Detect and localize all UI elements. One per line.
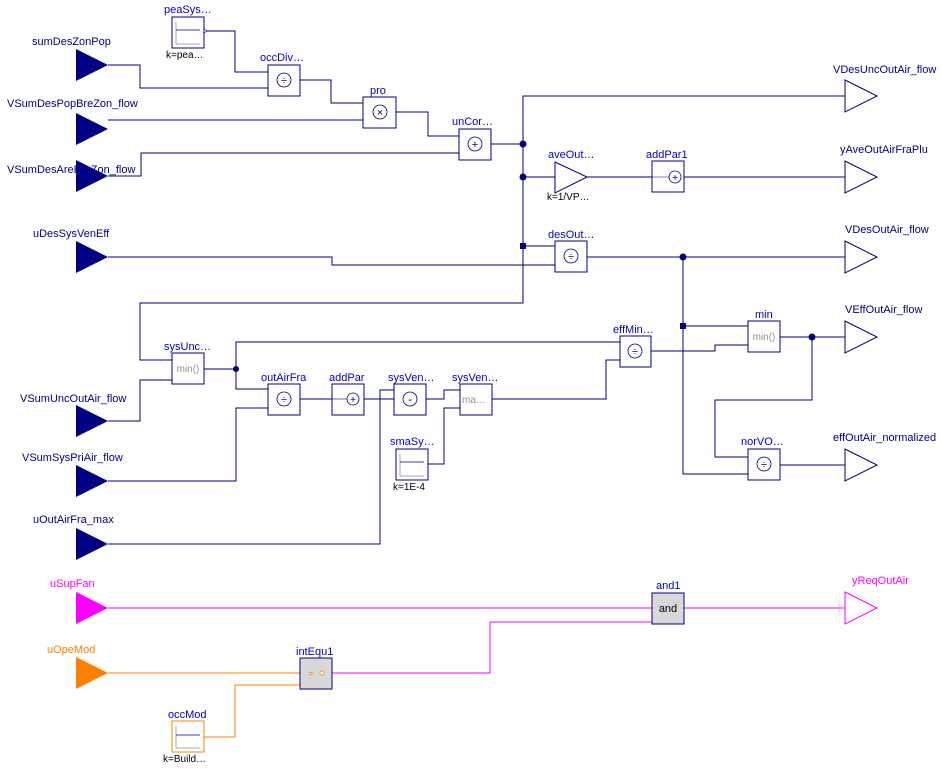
output-connector-yAveOutAirFraPlu[interactable]	[844, 160, 879, 194]
input-connector-VSumDesAreBreZon[interactable]	[76, 160, 108, 192]
block-aveOutAirFra[interactable]: aveOut… k=1/VP…	[547, 149, 594, 203]
input-connector-uDesSysVenEff[interactable]	[76, 241, 108, 273]
block-effMinOutAirInt[interactable]: ÷ effMin…	[613, 324, 654, 368]
label-yReqOutAir: yReqOutAir	[852, 575, 909, 587]
block-name-sysUncOutAir: sysUnc…	[164, 341, 211, 353]
block-symbol-norVOutMin: ÷	[761, 459, 767, 471]
block-name-sysVenEff: sysVen…	[388, 372, 434, 384]
label-sumDesZonPop: sumDesZonPop	[32, 36, 111, 48]
output-connectors	[844, 79, 879, 625]
boolean-connections	[108, 607, 845, 674]
block-name-aveOutAirFra: aveOut…	[548, 149, 594, 161]
block-inner-and1: and	[659, 603, 677, 615]
output-connector-VEffOutAir[interactable]	[844, 320, 879, 354]
block-param-peaSysPop: k=pea…	[166, 50, 204, 61]
block-sysUncOutAir[interactable]: min() sysUnc…	[164, 341, 211, 385]
input-connector-uOutAirFraMax[interactable]	[76, 528, 108, 560]
block-symbol-addPar1: +	[672, 173, 678, 184]
block-name-addPar1: addPar1	[646, 149, 688, 161]
block-occDiv[interactable]: ÷ occDiv…	[260, 52, 304, 97]
input-connector-uOpeMod[interactable]	[76, 657, 108, 689]
block-param-smaSysVenEff: k=1E-4	[393, 482, 425, 493]
block-intEqu1[interactable]: = intEqu1	[296, 646, 333, 690]
block-param-occMod: k=Build…	[163, 754, 206, 765]
block-sysVenEff[interactable]: - sysVen…	[388, 372, 434, 416]
block-symbol-addPar: +	[350, 395, 356, 406]
block-name-norVOutMin: norVO…	[741, 436, 784, 448]
label-VEffOutAir: VEffOutAir_flow	[845, 304, 922, 316]
block-inner-intEqu1: =	[308, 669, 314, 680]
block-sysVenEff1[interactable]: ma… sysVen…	[452, 372, 498, 416]
block-name-and1: and1	[656, 580, 680, 592]
output-connector-VDesUncOutAir[interactable]	[844, 79, 879, 113]
block-symbol-pro: ×	[377, 107, 383, 119]
junction-dots	[233, 140, 816, 372]
block-min[interactable]: min() min	[747, 309, 781, 353]
block-symbol-outAirFra: ÷	[281, 394, 287, 406]
output-connector-yReqOutAir[interactable]	[844, 591, 879, 625]
label-VDesOutAir: VDesOutAir_flow	[845, 224, 929, 236]
block-pro[interactable]: × pro	[362, 85, 397, 129]
block-symbol-sysVenEff: -	[408, 394, 412, 406]
label-uOutAirFraMax: uOutAirFra_max	[33, 514, 114, 526]
label-uDesSysVenEff: uDesSysVenEff	[33, 228, 110, 240]
block-name-smaSysVenEff: smaSy…	[390, 436, 435, 448]
block-name-desOutAir: desOut…	[548, 229, 594, 241]
label-yAveOutAirFraPlu: yAveOutAirFraPlu	[840, 144, 928, 156]
block-name-outAirFra: outAirFra	[261, 372, 307, 384]
block-name-occMod: occMod	[168, 709, 207, 721]
block-name-pro: pro	[370, 85, 386, 97]
block-inner-sysVenEff1: ma…	[462, 395, 486, 406]
block-symbol-effMinOutAirInt: ÷	[632, 346, 638, 358]
block-symbol-unCorOutAir: +	[472, 139, 478, 151]
input-connector-VSumUncOutAir[interactable]	[76, 405, 108, 437]
input-connector-VSumDesPopBreZon[interactable]	[76, 113, 108, 145]
block-name-sysVenEff1: sysVen…	[452, 372, 498, 384]
label-VSumSysPriAir: VSumSysPriAir_flow	[22, 452, 123, 464]
block-name-addPar: addPar	[329, 372, 365, 384]
block-norVOutMin[interactable]: ÷ norVO…	[741, 436, 784, 481]
block-symbol-occDiv: ÷	[281, 75, 287, 87]
block-inner-sysUncOutAir: min()	[177, 364, 200, 375]
label-VDesUncOutAir: VDesUncOutAir_flow	[833, 64, 936, 76]
label-VSumDesAreBreZon: VSumDesAreBreZon_flow	[7, 164, 135, 176]
input-connector-VSumSysPriAir[interactable]	[76, 465, 108, 497]
block-smaSysVenEff[interactable]: smaSy… k=1E-4	[390, 436, 435, 493]
output-connector-VDesOutAir[interactable]	[844, 240, 879, 274]
label-VSumDesPopBreZon: VSumDesPopBreZon_flow	[7, 98, 138, 110]
connection-lines	[108, 30, 845, 545]
block-outAirFra[interactable]: ÷ outAirFra	[261, 372, 307, 416]
block-addPar1[interactable]: + addPar1	[646, 149, 688, 193]
block-name-peaSysPop: peaSys…	[164, 4, 212, 16]
integer-connections	[108, 672, 300, 738]
block-name-unCorOutAir: unCor…	[452, 116, 493, 128]
label-effOutAirNorm: effOutAir_normalized	[833, 432, 936, 444]
input-connector-sumDesZonPop[interactable]	[76, 49, 108, 81]
block-inner-min: min()	[753, 332, 776, 343]
block-param-aveOutAirFra: k=1/VP…	[547, 192, 590, 203]
input-connector-uSupFan[interactable]	[76, 592, 108, 624]
block-name-intEqu1: intEqu1	[296, 646, 333, 658]
label-uSupFan: uSupFan	[50, 578, 95, 590]
block-desOutAir[interactable]: ÷ desOut…	[548, 229, 594, 273]
label-uOpeMod: uOpeMod	[47, 644, 95, 656]
label-VSumUncOutAir: VSumUncOutAir_flow	[20, 393, 126, 405]
block-name-effMinOutAirInt: effMin…	[613, 324, 654, 336]
block-peaSysPop[interactable]: peaSys… k=pea…	[164, 4, 212, 61]
block-and1[interactable]: and and1	[651, 580, 685, 625]
block-symbol-desOutAir: ÷	[568, 251, 574, 263]
input-connectors	[76, 49, 108, 689]
block-name-occDiv: occDiv…	[260, 52, 304, 64]
output-connector-effOutAirNorm[interactable]	[844, 448, 879, 482]
block-name-min: min	[755, 309, 773, 321]
block-occMod[interactable]: occMod k=Build…	[163, 709, 207, 765]
block-unCorOutAir[interactable]: + unCor…	[452, 116, 493, 161]
block-addPar[interactable]: + addPar	[329, 372, 365, 416]
